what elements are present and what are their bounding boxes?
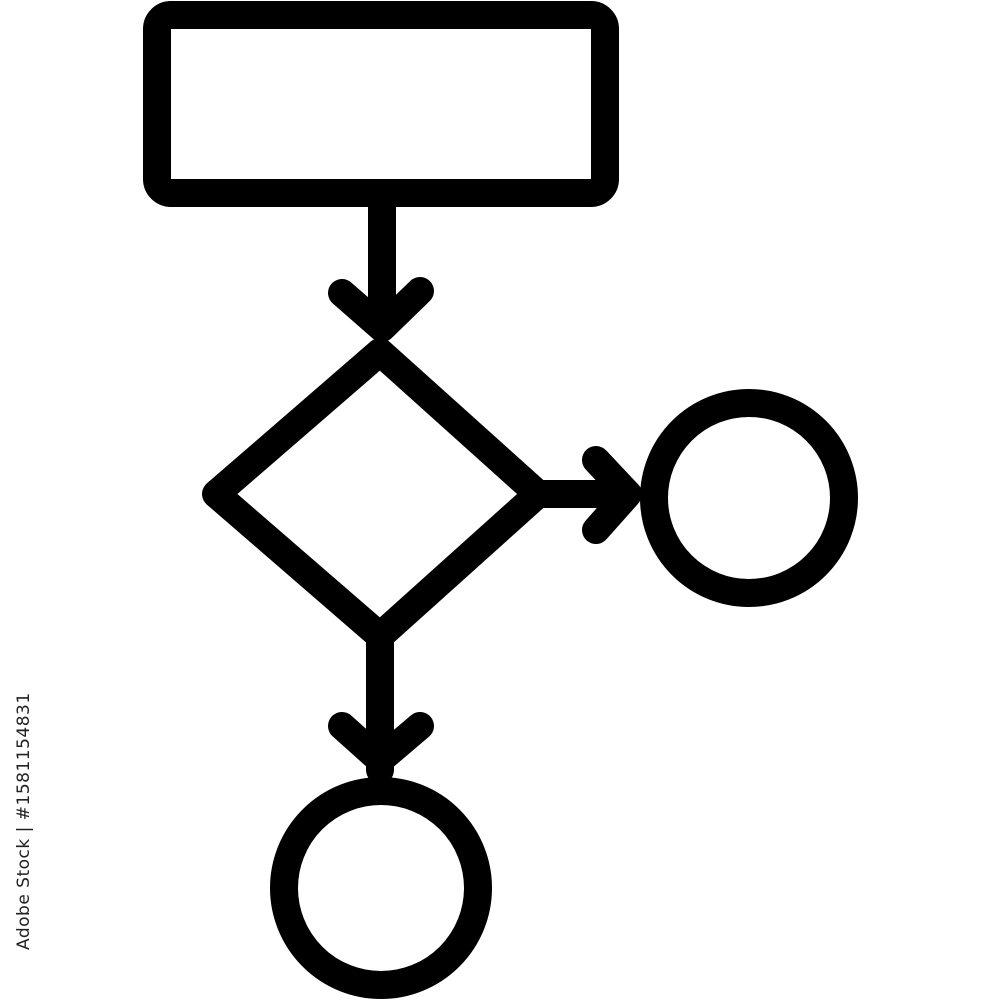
- bottom-terminal-circle: [270, 777, 492, 999]
- arrowhead-down-to-bottom-circle: [328, 712, 434, 774]
- arrowhead-right-to-circle: [582, 446, 642, 544]
- decision-diamond: [202, 338, 552, 650]
- right-terminal-circle: [640, 389, 858, 607]
- stock-watermark-id: Adobe Stock | #1581154831: [14, 692, 34, 950]
- arrowhead-down-to-decision: [328, 277, 434, 342]
- process-rectangle: [143, 1, 619, 207]
